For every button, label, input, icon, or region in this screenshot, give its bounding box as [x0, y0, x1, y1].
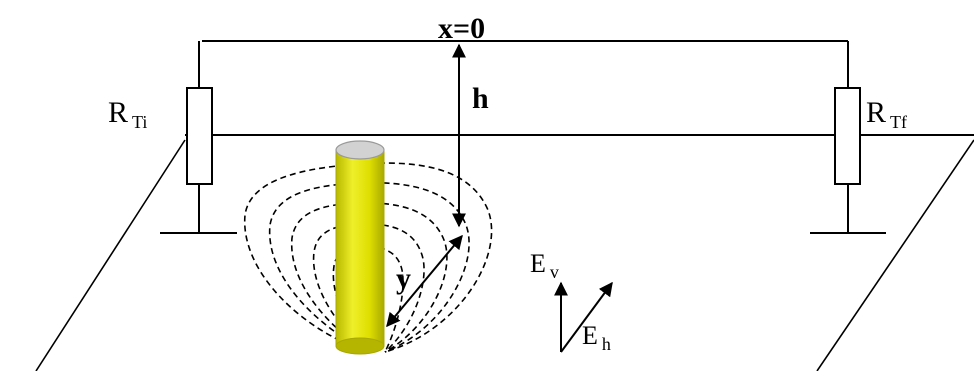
eh-arrow [560, 281, 613, 353]
rod-cylinder [335, 140, 385, 355]
x0-label: x=0 [438, 12, 485, 45]
eh-label: E h [582, 321, 611, 354]
r-tf-label: R Tf [866, 96, 907, 132]
y-label: y [396, 262, 411, 295]
h-label: h [472, 82, 489, 115]
ground-plane [35, 139, 974, 371]
right-termination-resistor [810, 41, 886, 234]
distance-arrow [386, 234, 463, 328]
left-termination-resistor [160, 41, 237, 234]
r-ti-label: R Ti [108, 96, 147, 132]
ev-label: E v [530, 249, 559, 282]
rod-top-cap [335, 140, 385, 160]
